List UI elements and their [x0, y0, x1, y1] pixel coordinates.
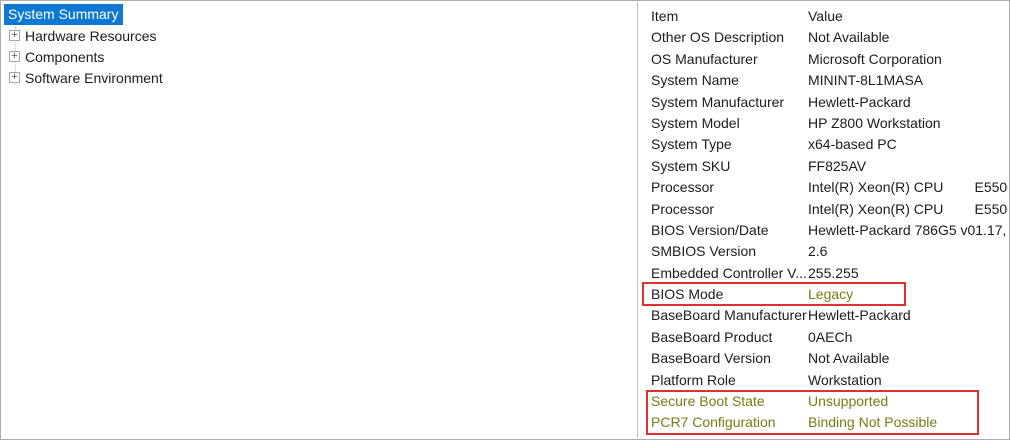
value-cell: Intel(R) Xeon(R) CPU E5506: [808, 179, 1008, 196]
category-tree-panel: System Summary + Hardware Resources + Co…: [2, 2, 637, 438]
item-cell: System Type: [651, 136, 732, 153]
item-cell: SMBIOS Version: [651, 243, 757, 260]
item-cell: System Model: [651, 114, 740, 131]
table-row[interactable]: SMBIOS Version 2.6: [642, 241, 1008, 262]
table-row[interactable]: System SKU FF825AV: [642, 156, 1008, 177]
tree-item-label: Components: [25, 48, 105, 65]
table-row[interactable]: BIOS Mode Legacy: [642, 284, 1008, 305]
value-cell: 255.255: [808, 264, 859, 281]
tree-item-label: System Summary: [8, 6, 119, 22]
value-cell: Workstation: [808, 371, 882, 388]
table-row[interactable]: BIOS Version/Date Hewlett-Packard 786G5 …: [642, 220, 1008, 241]
table-row[interactable]: Processor Intel(R) Xeon(R) CPU E5506: [642, 177, 1008, 198]
value-cell: x64-based PC: [808, 136, 897, 153]
table-row[interactable]: Embedded Controller V... 255.255: [642, 263, 1008, 284]
tree-item[interactable]: + Software Environment: [4, 67, 635, 88]
expand-plus-icon[interactable]: +: [9, 51, 20, 62]
table-row[interactable]: Other OS Description Not Available: [642, 27, 1008, 48]
detail-list-panel: Item Value Other OS Description Not Avai…: [642, 2, 1008, 438]
item-cell: OS Manufacturer: [651, 50, 758, 67]
table-row[interactable]: BaseBoard Product 0AECh: [642, 327, 1008, 348]
tree-items-group: + Hardware Resources + Components + Soft…: [4, 25, 635, 88]
expand-plus-icon[interactable]: +: [9, 72, 20, 83]
table-row[interactable]: System Name MININT-8L1MASA: [642, 70, 1008, 91]
list-header-row: Item Value: [642, 6, 1008, 27]
item-cell: PCR7 Configuration: [651, 414, 776, 431]
value-cell: Not Available: [808, 350, 890, 367]
value-cell: Unsupported: [808, 393, 889, 410]
value-cell: FF825AV: [808, 157, 867, 174]
item-cell: Embedded Controller V...: [651, 264, 807, 281]
value-cell: Hewlett-Packard: [808, 93, 911, 110]
value-cell: Not Available: [808, 29, 890, 46]
detail-list-body: Other OS Description Not Available OS Ma…: [642, 27, 1008, 433]
value-cell: Microsoft Corporation: [808, 50, 942, 67]
value-cell: 2.6: [808, 243, 828, 260]
table-row[interactable]: BaseBoard Version Not Available: [642, 348, 1008, 369]
value-cell: HP Z800 Workstation: [808, 114, 941, 131]
item-cell: Secure Boot State: [651, 393, 765, 410]
table-row[interactable]: Platform Role Workstation: [642, 370, 1008, 391]
table-row[interactable]: Processor Intel(R) Xeon(R) CPU E5506: [642, 199, 1008, 220]
item-cell: System Name: [651, 72, 739, 89]
item-cell: System Manufacturer: [651, 93, 785, 110]
tree-item-label: Software Environment: [25, 69, 163, 86]
value-cell: Hewlett-Packard 786G5 v01.17, 8/: [808, 221, 1008, 238]
item-cell: Platform Role: [651, 371, 736, 388]
value-cell: 0AECh: [808, 328, 853, 345]
table-row[interactable]: OS Manufacturer Microsoft Corporation: [642, 49, 1008, 70]
tree-item-label: Hardware Resources: [25, 27, 157, 44]
item-cell: Other OS Description: [651, 29, 785, 46]
tree-item[interactable]: + Hardware Resources: [4, 25, 635, 46]
table-row[interactable]: BaseBoard Manufacturer Hewlett-Packard: [642, 305, 1008, 326]
value-cell: MININT-8L1MASA: [808, 72, 924, 89]
value-cell: Legacy: [808, 286, 854, 303]
column-header-item[interactable]: Item: [651, 8, 679, 24]
item-cell: BaseBoard Manufacturer: [651, 307, 807, 324]
table-row[interactable]: Secure Boot State Unsupported: [642, 391, 1008, 412]
tree-item[interactable]: + Components: [4, 46, 635, 67]
expand-plus-icon[interactable]: +: [9, 30, 20, 41]
item-cell: BaseBoard Product: [651, 328, 773, 345]
category-tree: System Summary + Hardware Resources + Co…: [4, 4, 635, 88]
table-row[interactable]: PCR7 Configuration Binding Not Possible: [642, 412, 1008, 433]
item-cell: Processor: [651, 179, 715, 196]
column-header-value[interactable]: Value: [808, 8, 843, 24]
item-cell: System SKU: [651, 157, 731, 174]
item-cell: BIOS Version/Date: [651, 221, 769, 238]
table-row[interactable]: System Model HP Z800 Workstation: [642, 113, 1008, 134]
item-cell: BaseBoard Version: [651, 350, 771, 367]
value-cell: Intel(R) Xeon(R) CPU E5506: [808, 200, 1008, 217]
item-cell: Processor: [651, 200, 715, 217]
tree-item-system-summary[interactable]: System Summary: [4, 4, 124, 25]
table-row[interactable]: System Type x64-based PC: [642, 134, 1008, 155]
value-cell: Binding Not Possible: [808, 414, 938, 431]
table-row[interactable]: System Manufacturer Hewlett-Packard: [642, 92, 1008, 113]
item-cell: BIOS Mode: [651, 286, 724, 303]
value-cell: Hewlett-Packard: [808, 307, 911, 324]
